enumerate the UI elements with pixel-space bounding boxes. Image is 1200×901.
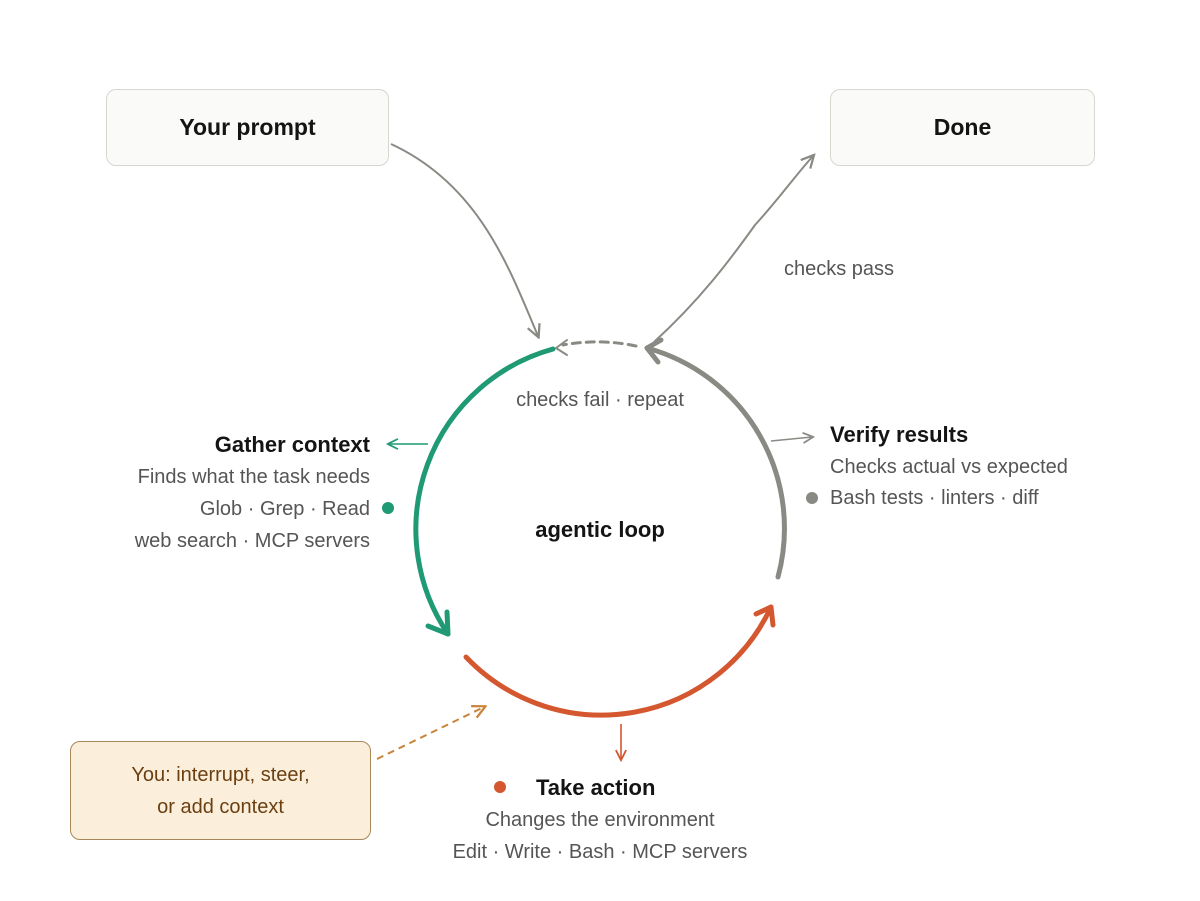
done-box: Done — [830, 89, 1095, 166]
verify-tools: Bash tests · linters · diff — [830, 487, 1039, 509]
interrupt-label-line2: or add context — [157, 795, 284, 818]
done-label: Done — [933, 114, 992, 140]
verify-arc — [644, 345, 787, 580]
gather-arrowhead-icon — [425, 609, 451, 637]
prompt-box: Your prompt — [106, 89, 389, 166]
checks-pass-label: checks pass — [784, 258, 895, 280]
prompt-label: Your prompt — [179, 114, 316, 140]
interrupt-label-line1: You: interrupt, steer, — [131, 763, 310, 786]
action-arc — [463, 604, 774, 718]
repeat-arrowhead-icon — [555, 339, 568, 356]
action-dot-icon — [494, 781, 506, 793]
prompt-to-loop-arrow — [390, 143, 538, 336]
agentic-loop-label: agentic loop — [535, 517, 665, 542]
gather-title: Gather context — [214, 432, 370, 457]
gather-tools-line1: Glob · Grep · Read — [199, 498, 370, 520]
action-title: Take action — [536, 775, 656, 800]
action-tools: Edit · Write · Bash · MCP servers — [452, 841, 748, 863]
gather-description: Finds what the task needs — [137, 466, 370, 488]
gather-dot-icon — [382, 502, 394, 514]
loop-to-done-arrow — [653, 156, 813, 343]
verify-dot-icon — [806, 492, 818, 504]
gather-tools-line2: web search · MCP servers — [134, 530, 370, 552]
action-description: Changes the environment — [485, 809, 715, 831]
gather-arc — [413, 346, 556, 637]
verify-description: Checks actual vs expected — [830, 456, 1068, 478]
verify-arrowhead-icon — [644, 337, 664, 365]
interrupt-to-loop-arrow — [376, 707, 484, 760]
action-arrowhead-icon — [753, 604, 776, 628]
repeat-dashed-arc — [561, 340, 638, 348]
checks-fail-label: checks fail · repeat — [516, 389, 684, 411]
to-verify-arrow — [770, 437, 812, 441]
interrupt-box: You: interrupt, steer, or add context — [70, 741, 371, 840]
verify-title: Verify results — [830, 422, 969, 447]
